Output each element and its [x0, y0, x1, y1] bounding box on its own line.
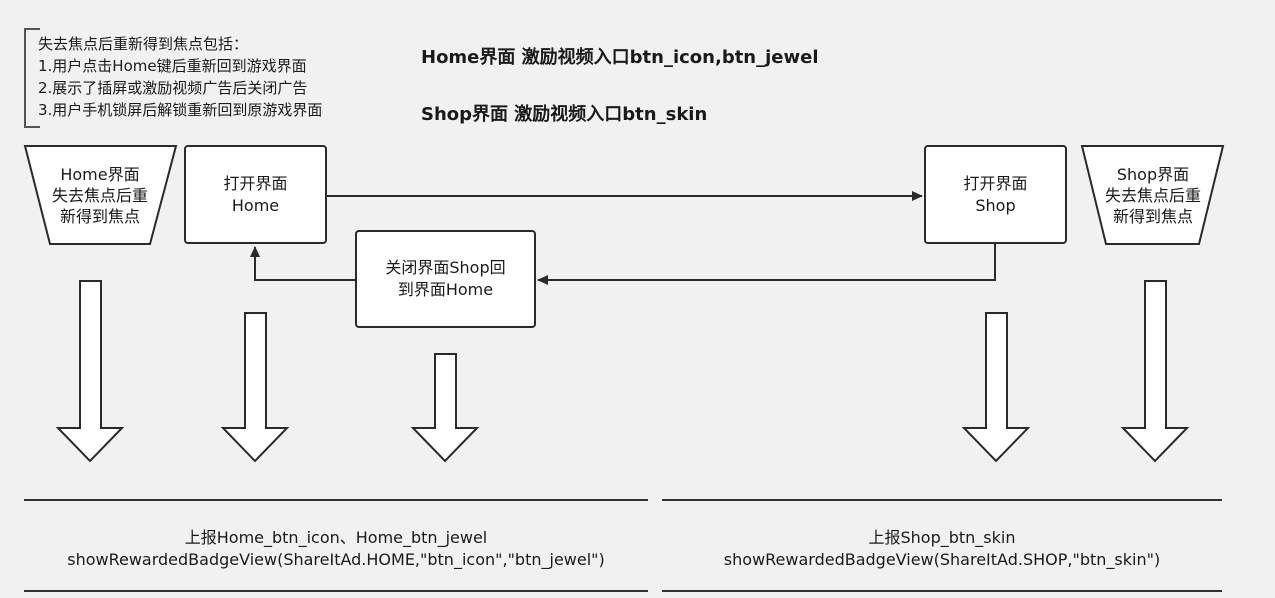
open-shop-box: 打开界面 Shop: [924, 145, 1067, 244]
down-arrow-4: [961, 312, 1031, 463]
shop-heading: Shop界面 激励视频入口btn_skin: [421, 104, 708, 125]
home-refocus-shape: [23, 145, 178, 245]
down-arrow-1: [55, 280, 125, 463]
down-arrow-2: [220, 312, 290, 463]
home-refocus-label: Home界面 失去焦点后重 新得到焦点: [35, 164, 165, 227]
note-bracket: [24, 28, 40, 128]
bottom-right-text: 上报Shop_btn_skin showRewardedBadgeView(Sh…: [662, 527, 1222, 571]
shop-refocus-label: Shop界面 失去焦点后重 新得到焦点: [1088, 164, 1218, 227]
shop-refocus-line-2: 失去焦点后重: [1104, 186, 1201, 205]
close-shop-box: 关闭界面Shop回 到界面Home: [355, 230, 536, 328]
shop-refocus-shape: [1080, 145, 1225, 245]
open-home-box: 打开界面 Home: [184, 145, 327, 244]
note-line-2: 1.用户点击Home键后重新回到游戏界面: [38, 57, 307, 75]
bottom-left-text: 上报Home_btn_icon、Home_btn_jewel showRewar…: [24, 527, 648, 571]
bottom-right-line-2: showRewardedBadgeView(ShareItAd.SHOP,"bt…: [723, 550, 1161, 569]
home-heading: Home界面 激励视频入口btn_icon,btn_jewel: [421, 47, 819, 68]
close-shop-line-1: 关闭界面Shop回: [385, 258, 506, 277]
down-arrow-3: [410, 353, 480, 463]
home-refocus-line-2: 失去焦点后重: [51, 186, 148, 205]
bottom-left-line-1: 上报Home_btn_icon、Home_btn_jewel: [184, 528, 488, 547]
open-home-line-1: 打开界面: [223, 173, 288, 193]
open-shop-line-2: Shop: [975, 195, 1016, 215]
close-shop-line-2: 到界面Home: [397, 280, 494, 299]
down-arrow-5: [1120, 280, 1190, 463]
shop-refocus-line-3: 新得到焦点: [1112, 207, 1193, 226]
open-home-line-2: Home: [231, 195, 280, 215]
note-line-4: 3.用户手机锁屏后解锁重新回到原游戏界面: [38, 101, 323, 119]
bottom-right-line-1: 上报Shop_btn_skin: [868, 528, 1016, 547]
bottom-left-line-2: showRewardedBadgeView(ShareItAd.HOME,"bt…: [67, 550, 605, 569]
arrow-open-shop-to-close-shop: [537, 244, 996, 285]
note-line-3: 2.展示了插屏或激励视频广告后关闭广告: [38, 79, 308, 97]
home-refocus-line-3: 新得到焦点: [59, 207, 140, 226]
note-line-1: 失去焦点后重新得到焦点包括：: [38, 35, 249, 53]
arrow-close-shop-to-open-home: [250, 246, 356, 281]
home-refocus-line-1: Home界面: [60, 165, 140, 184]
open-shop-line-1: 打开界面: [963, 173, 1028, 193]
shop-refocus-line-1: Shop界面: [1116, 165, 1190, 184]
